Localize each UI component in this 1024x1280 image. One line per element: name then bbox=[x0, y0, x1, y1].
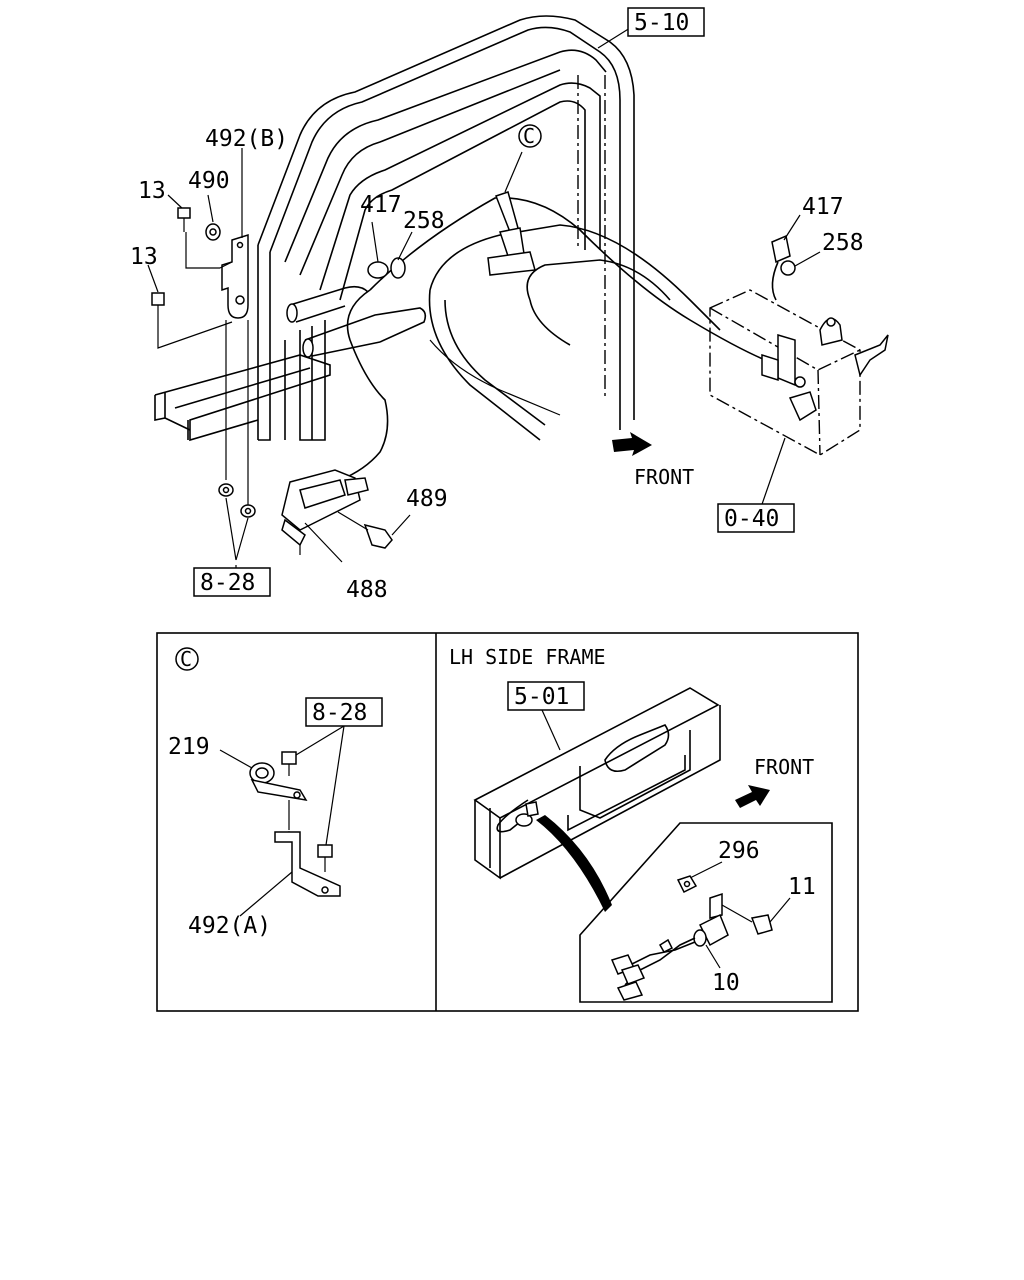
callout-c-label: C bbox=[523, 124, 535, 148]
part-label-488: 488 bbox=[346, 577, 388, 603]
part-label-492b: 492(B) bbox=[205, 126, 288, 152]
detail-c-panel: C 8-28 219 bbox=[168, 647, 383, 939]
cross-member-drawing bbox=[154, 354, 331, 442]
detail-panels: C 8-28 219 bbox=[156, 632, 859, 1012]
inset-box: 296 11 bbox=[579, 822, 833, 1003]
part-label-219: 219 bbox=[168, 734, 210, 760]
leader-5-10 bbox=[597, 27, 631, 49]
callout-c-circle bbox=[518, 124, 542, 148]
clamp-right-drawing bbox=[771, 214, 821, 301]
clamp-left-drawing bbox=[367, 221, 413, 279]
fasteners-left-drawing bbox=[147, 194, 256, 561]
part-label-490: 490 bbox=[188, 168, 230, 194]
sensor-10-drawing bbox=[610, 892, 729, 1001]
hoses-drawing bbox=[286, 285, 427, 358]
ref-5-10: 5-10 bbox=[634, 10, 689, 36]
part-label-11: 11 bbox=[788, 874, 816, 900]
clip-219-drawing bbox=[249, 751, 308, 802]
part-label-296: 296 bbox=[718, 838, 760, 864]
ref-5-01: 5-01 bbox=[514, 684, 569, 710]
ref-box-5-01 bbox=[507, 681, 585, 711]
control-unit-drawing bbox=[709, 289, 889, 511]
main-diagram bbox=[147, 15, 889, 568]
bracket-492b-drawing bbox=[221, 148, 249, 319]
part-label-417-left: 417 bbox=[360, 192, 402, 218]
ref-box-8-28-main bbox=[193, 567, 271, 597]
front-arrow-main bbox=[612, 432, 652, 456]
ref-8-28-detail: 8-28 bbox=[312, 700, 367, 726]
part-label-13-lower: 13 bbox=[130, 244, 158, 270]
detail-frame-title: LH SIDE FRAME bbox=[449, 645, 606, 669]
ref-8-28-main: 8-28 bbox=[200, 570, 255, 596]
part-label-417-right: 417 bbox=[802, 194, 844, 220]
sensor-on-frame-drawing bbox=[496, 799, 612, 912]
ref-box-0-40 bbox=[717, 503, 795, 533]
detail-c-marker-circle bbox=[175, 647, 199, 671]
bolt-11-drawing bbox=[750, 914, 773, 935]
part-label-258-right: 258 bbox=[822, 230, 864, 256]
ref-0-40: 0-40 bbox=[724, 506, 779, 532]
part-label-10: 10 bbox=[712, 970, 740, 996]
ref-box-5-10 bbox=[627, 7, 705, 37]
part-label-492a: 492(A) bbox=[188, 913, 271, 939]
harness-cable-drawing bbox=[339, 151, 771, 481]
detail-outer-frame bbox=[156, 632, 859, 1012]
main-labels: 5-10 492(B) 490 13 13 417 258 C 417 258 … bbox=[130, 7, 864, 603]
switch-488-drawing bbox=[281, 469, 411, 563]
detail-lh-frame-panel: LH SIDE FRAME 5-01 bbox=[449, 645, 833, 1003]
fuel-tank-drawing bbox=[428, 224, 721, 441]
front-label-main: FRONT bbox=[634, 465, 694, 489]
detail-c-marker: C bbox=[180, 647, 192, 671]
front-arrow-detail bbox=[735, 785, 770, 808]
bracket-492a-drawing bbox=[274, 800, 341, 897]
part-label-489: 489 bbox=[406, 486, 448, 512]
ref-box-8-28-detail bbox=[305, 697, 383, 727]
part-label-258-left: 258 bbox=[403, 208, 445, 234]
front-label-detail: FRONT bbox=[754, 755, 814, 779]
side-frame-drawing bbox=[473, 687, 721, 880]
part-label-13-upper: 13 bbox=[138, 178, 166, 204]
